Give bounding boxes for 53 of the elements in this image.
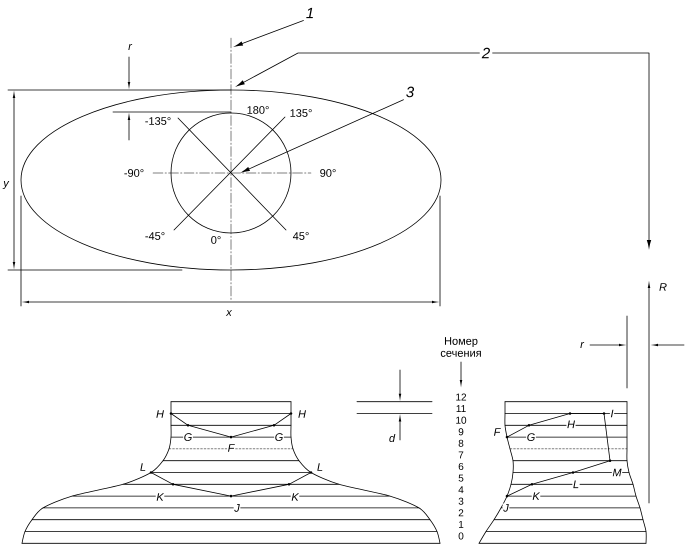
point-label: I [610, 409, 614, 418]
section-number: 4 [458, 486, 464, 494]
point-label: M [612, 468, 622, 477]
angle-label: 135° [290, 109, 312, 117]
point-label: H [297, 410, 307, 418]
section-number: 6 [458, 462, 464, 470]
angle-label: -90° [124, 169, 144, 177]
angle-label: 180° [247, 106, 269, 114]
axis-label: R [659, 283, 667, 291]
dimension-label: r [580, 342, 584, 348]
callout-number: 3 [404, 84, 416, 100]
angle-label: 0° [211, 236, 221, 244]
angle-label: 45° [292, 232, 309, 240]
dimension-label: y [2, 180, 10, 190]
point-label: L [139, 462, 147, 472]
leader-line [492, 52, 652, 248]
section-number: 9 [458, 428, 464, 436]
section-number: 3 [458, 498, 464, 505]
section-number: 5 [458, 474, 464, 482]
point-label: F [493, 428, 501, 436]
section-number: 8 [458, 440, 464, 447]
point-label: G [183, 432, 193, 442]
point-label: L [316, 462, 324, 472]
angle-label: 90° [320, 169, 336, 177]
angle-label: -45° [145, 232, 164, 240]
section-number: 12 [456, 394, 466, 400]
callout-number: 1 [304, 6, 316, 20]
point-label: J [234, 504, 240, 512]
column-heading: Номер сечения [440, 337, 481, 357]
section-number: 0 [458, 532, 464, 540]
section-number: 1 [459, 520, 464, 528]
point-label: K [532, 492, 540, 500]
leader-line [235, 20, 304, 46]
dimension-label: d [389, 434, 396, 442]
section-number: 2 [458, 509, 464, 516]
point-label: G [526, 432, 536, 442]
point-label: F [227, 444, 235, 452]
leader-line [242, 99, 404, 172]
dimension-label: x [226, 310, 232, 316]
callout-number: 2 [480, 46, 492, 60]
point-label: K [156, 492, 164, 502]
dimension-label: r [128, 44, 132, 50]
section-number: 11 [456, 405, 466, 412]
leader-line [236, 52, 480, 86]
point-label: H [155, 410, 165, 418]
point-label: L [572, 480, 580, 489]
section-number: 7 [458, 451, 464, 458]
point-label: J [502, 503, 510, 512]
section-number: 10 [456, 416, 466, 424]
point-label: G [274, 432, 284, 442]
point-label: K [290, 492, 300, 502]
point-label: H [566, 420, 576, 429]
angle-label: -135° [145, 117, 171, 125]
